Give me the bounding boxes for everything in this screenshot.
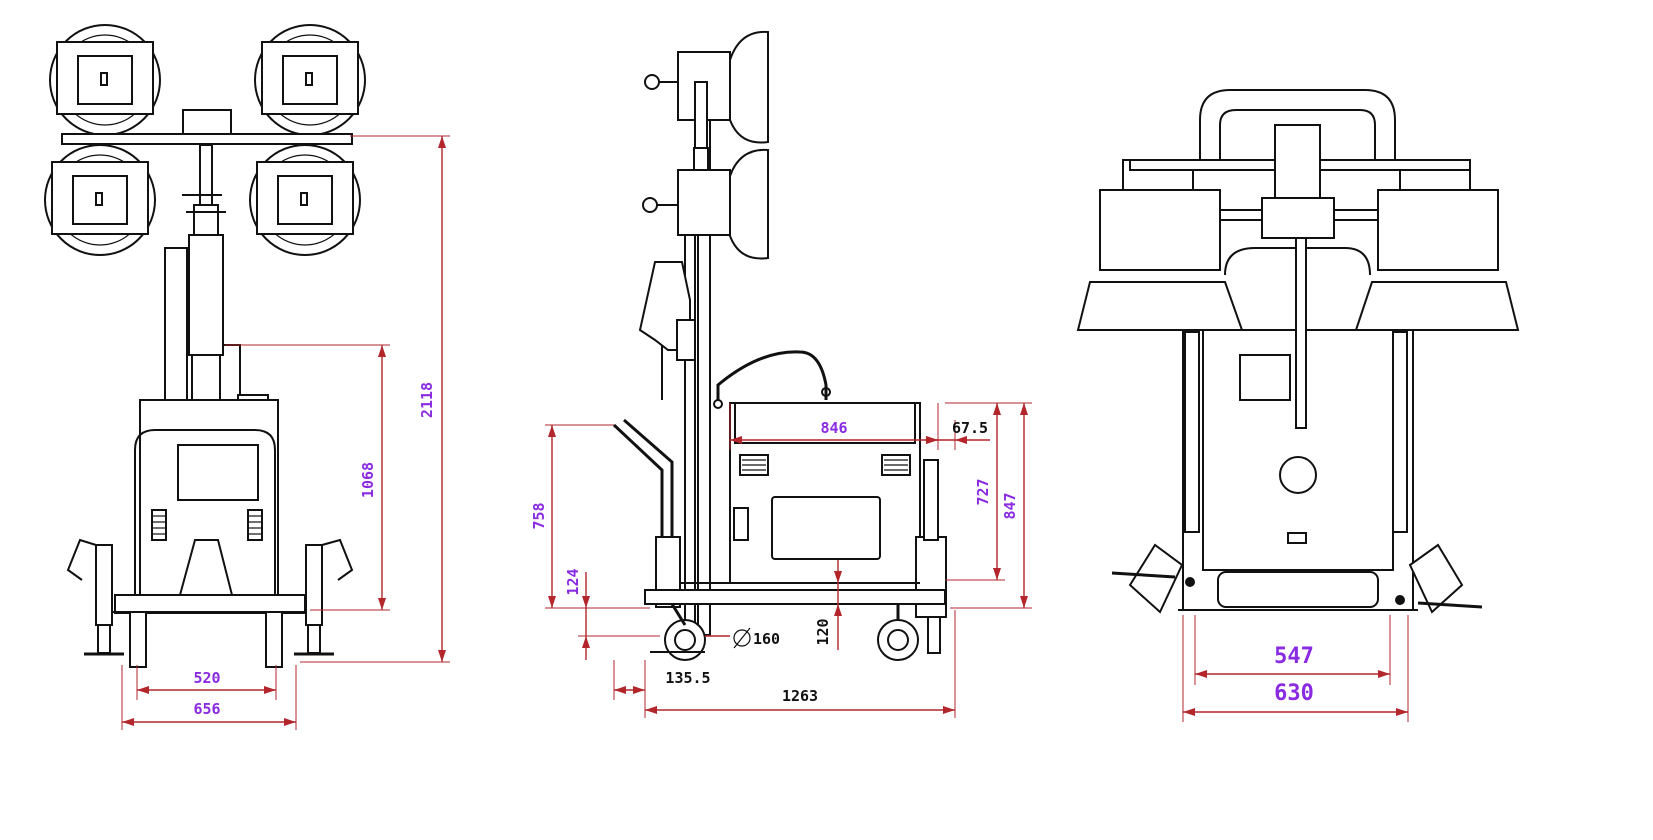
top-dim-630: 630 xyxy=(1182,615,1409,722)
side-dim-135-5: 135.5 xyxy=(613,660,711,700)
front-view: 2118 1068 520 656 xyxy=(44,24,450,730)
top-dim-630-label: 630 xyxy=(1274,681,1314,706)
side-dim-727-label: 727 xyxy=(974,478,992,505)
lamp-bottom-right xyxy=(249,144,361,256)
front-dim-656-label: 656 xyxy=(193,700,220,718)
side-dim-135-5-label: 135.5 xyxy=(665,669,710,687)
side-dim-124: 124 xyxy=(564,568,660,660)
front-dim-520: 520 xyxy=(136,665,277,700)
side-vents xyxy=(733,454,911,541)
side-dim-160-label: 160 xyxy=(753,630,780,648)
front-dim-520-label: 520 xyxy=(193,669,220,687)
side-dim-67-5-label: 67.5 xyxy=(952,419,988,437)
top-dim-547: 547 xyxy=(1194,615,1391,685)
side-dim-120: 120 xyxy=(814,560,842,650)
top-view: 547 630 xyxy=(1076,89,1520,722)
front-vents xyxy=(151,509,263,541)
side-dim-727: 727 xyxy=(945,402,1005,581)
side-dim-120-label: 120 xyxy=(814,618,832,645)
side-dim-758-label: 758 xyxy=(530,502,548,529)
side-dim-67-5: 67.5 xyxy=(925,419,990,450)
side-wheel-front xyxy=(664,603,706,661)
lamp-bottom-left xyxy=(44,144,156,256)
side-dim-1263-label: 1263 xyxy=(782,687,818,705)
side-dim-124-label: 124 xyxy=(564,568,582,595)
front-dim-2118: 2118 xyxy=(300,135,450,663)
side-dim-758: 758 xyxy=(530,424,650,609)
side-view: 758 124 846 67.5 xyxy=(530,30,1032,718)
lamp-top-left xyxy=(49,24,161,136)
lamp-top-right xyxy=(254,24,366,136)
side-wheel-rear xyxy=(877,604,919,661)
front-dim-1068-label: 1068 xyxy=(359,462,377,498)
side-dim-847: 847 xyxy=(950,402,1032,609)
front-dim-656: 656 xyxy=(121,665,297,730)
side-dim-1263: 1263 xyxy=(644,610,956,718)
side-dim-846-label: 846 xyxy=(820,419,847,437)
top-dim-547-label: 547 xyxy=(1274,644,1314,669)
side-dim-160: 160 xyxy=(705,627,780,649)
side-dim-847-label: 847 xyxy=(1001,492,1019,519)
front-dim-2118-label: 2118 xyxy=(418,382,436,418)
front-dim-1068: 1068 xyxy=(225,344,390,611)
